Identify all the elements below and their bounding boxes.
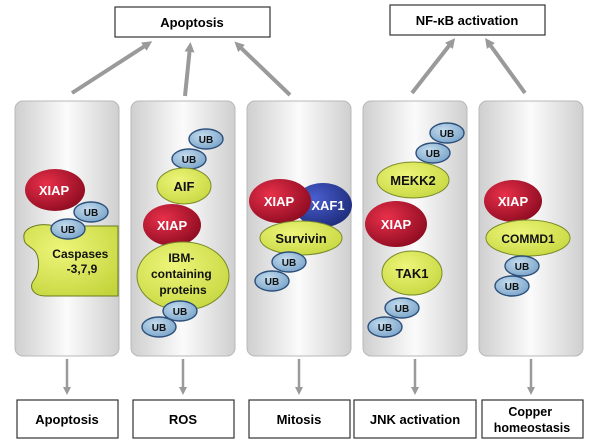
outcome-label: Copper homeostasis <box>494 405 570 435</box>
ub-label: UB <box>199 135 213 146</box>
panel-2-content: UB UB AIF XIAP IBM- containing proteins … <box>136 128 230 338</box>
xiap-shape <box>484 180 542 222</box>
apoptosis-top-label: Apoptosis <box>160 15 224 30</box>
panel-5-content: XIAP COMMD1 UB UB <box>484 180 571 297</box>
ub-label: UB <box>378 323 392 334</box>
commd1-label: COMMD1 <box>501 232 555 246</box>
outcome-boxes: Apoptosis ROS Mitosis JNK activation Cop… <box>16 399 584 439</box>
ub-shape-1 <box>504 255 540 277</box>
ub-shape-2 <box>415 142 451 164</box>
ub-shape-2 <box>254 270 290 292</box>
outcome-label: Mitosis <box>277 412 322 427</box>
outcome-box-3 <box>248 399 351 439</box>
ub-label: UB <box>265 277 279 288</box>
panel-3-content: XAF1 XIAP Survivin UB UB <box>249 179 352 292</box>
ub-shape-3 <box>162 300 198 322</box>
mekk2-shape <box>376 161 450 199</box>
caspases-shape <box>23 224 119 297</box>
ub-label: UB <box>440 129 454 140</box>
xiap-label: XIAP <box>39 183 70 198</box>
outcome-label: Apoptosis <box>35 412 99 427</box>
xiap-label: XIAP <box>381 217 412 232</box>
arrow-mitosis-to-apoptosis <box>234 41 292 97</box>
ub-shape-1 <box>73 201 109 223</box>
ub-shape-1 <box>429 122 465 144</box>
apoptosis-top-box: Apoptosis <box>114 6 271 38</box>
ub-shape-4 <box>141 316 177 338</box>
ub-label: UB <box>152 323 166 334</box>
ub-label: UB <box>61 225 75 236</box>
downward-arrows <box>63 359 535 395</box>
ub-shape-2 <box>50 218 86 240</box>
arrow-jnk-to-nfkb <box>410 38 456 95</box>
nfkb-top-label: NF-κB activation <box>416 13 519 28</box>
panel-4-content: UB UB MEKK2 XIAP TAK1 UB UB <box>365 122 465 338</box>
aif-shape <box>156 167 212 205</box>
outcome-box-4 <box>353 399 477 439</box>
tak1-label: TAK1 <box>396 266 429 281</box>
ub-shape-1 <box>188 128 224 150</box>
ub-label: UB <box>282 258 296 269</box>
ub-label: UB <box>182 155 196 166</box>
ub-shape-4 <box>367 316 403 338</box>
arrow-aif-to-apoptosis <box>183 42 195 97</box>
outcome-label: ROS <box>169 412 198 427</box>
ub-label: UB <box>84 208 98 219</box>
xiap-label: XIAP <box>498 194 529 209</box>
nfkb-top-box: NF-κB activation <box>389 4 546 36</box>
outcome-box-5 <box>481 399 584 439</box>
tak1-shape <box>381 250 443 296</box>
xiap-shape <box>249 179 311 223</box>
xiap-shape <box>25 169 85 211</box>
ub-label: UB <box>173 307 187 318</box>
xaf1-label: XAF1 <box>311 198 344 213</box>
ub-shape-3 <box>384 297 420 319</box>
ub-label: UB <box>515 262 529 273</box>
xiap-shape <box>365 201 427 247</box>
ub-shape-1 <box>271 251 307 273</box>
survivin-label: Survivin <box>275 231 326 246</box>
outcome-box-2 <box>132 399 235 439</box>
ub-label: UB <box>395 304 409 315</box>
arrow-caspases-to-apoptosis <box>70 41 153 95</box>
xiap-label: XIAP <box>157 218 188 233</box>
ub-label: UB <box>426 149 440 160</box>
outcome-label: JNK activation <box>370 412 460 427</box>
mekk2-label: MEKK2 <box>390 173 436 188</box>
outcome-box-1 <box>16 399 119 439</box>
ub-shape-2 <box>494 275 530 297</box>
caspases-label: Caspases -3,7,9 <box>52 247 111 276</box>
upward-arrows <box>70 37 527 97</box>
aif-label: AIF <box>174 179 195 194</box>
panel-1-content: Caspases -3,7,9 XIAP UB UB <box>23 169 119 297</box>
ub-label: UB <box>505 282 519 293</box>
xiap-label: XIAP <box>264 194 295 209</box>
arrow-copper-to-nfkb <box>485 37 527 95</box>
xiap-shape <box>143 204 201 246</box>
ibm-label: IBM- containing proteins <box>151 251 215 297</box>
